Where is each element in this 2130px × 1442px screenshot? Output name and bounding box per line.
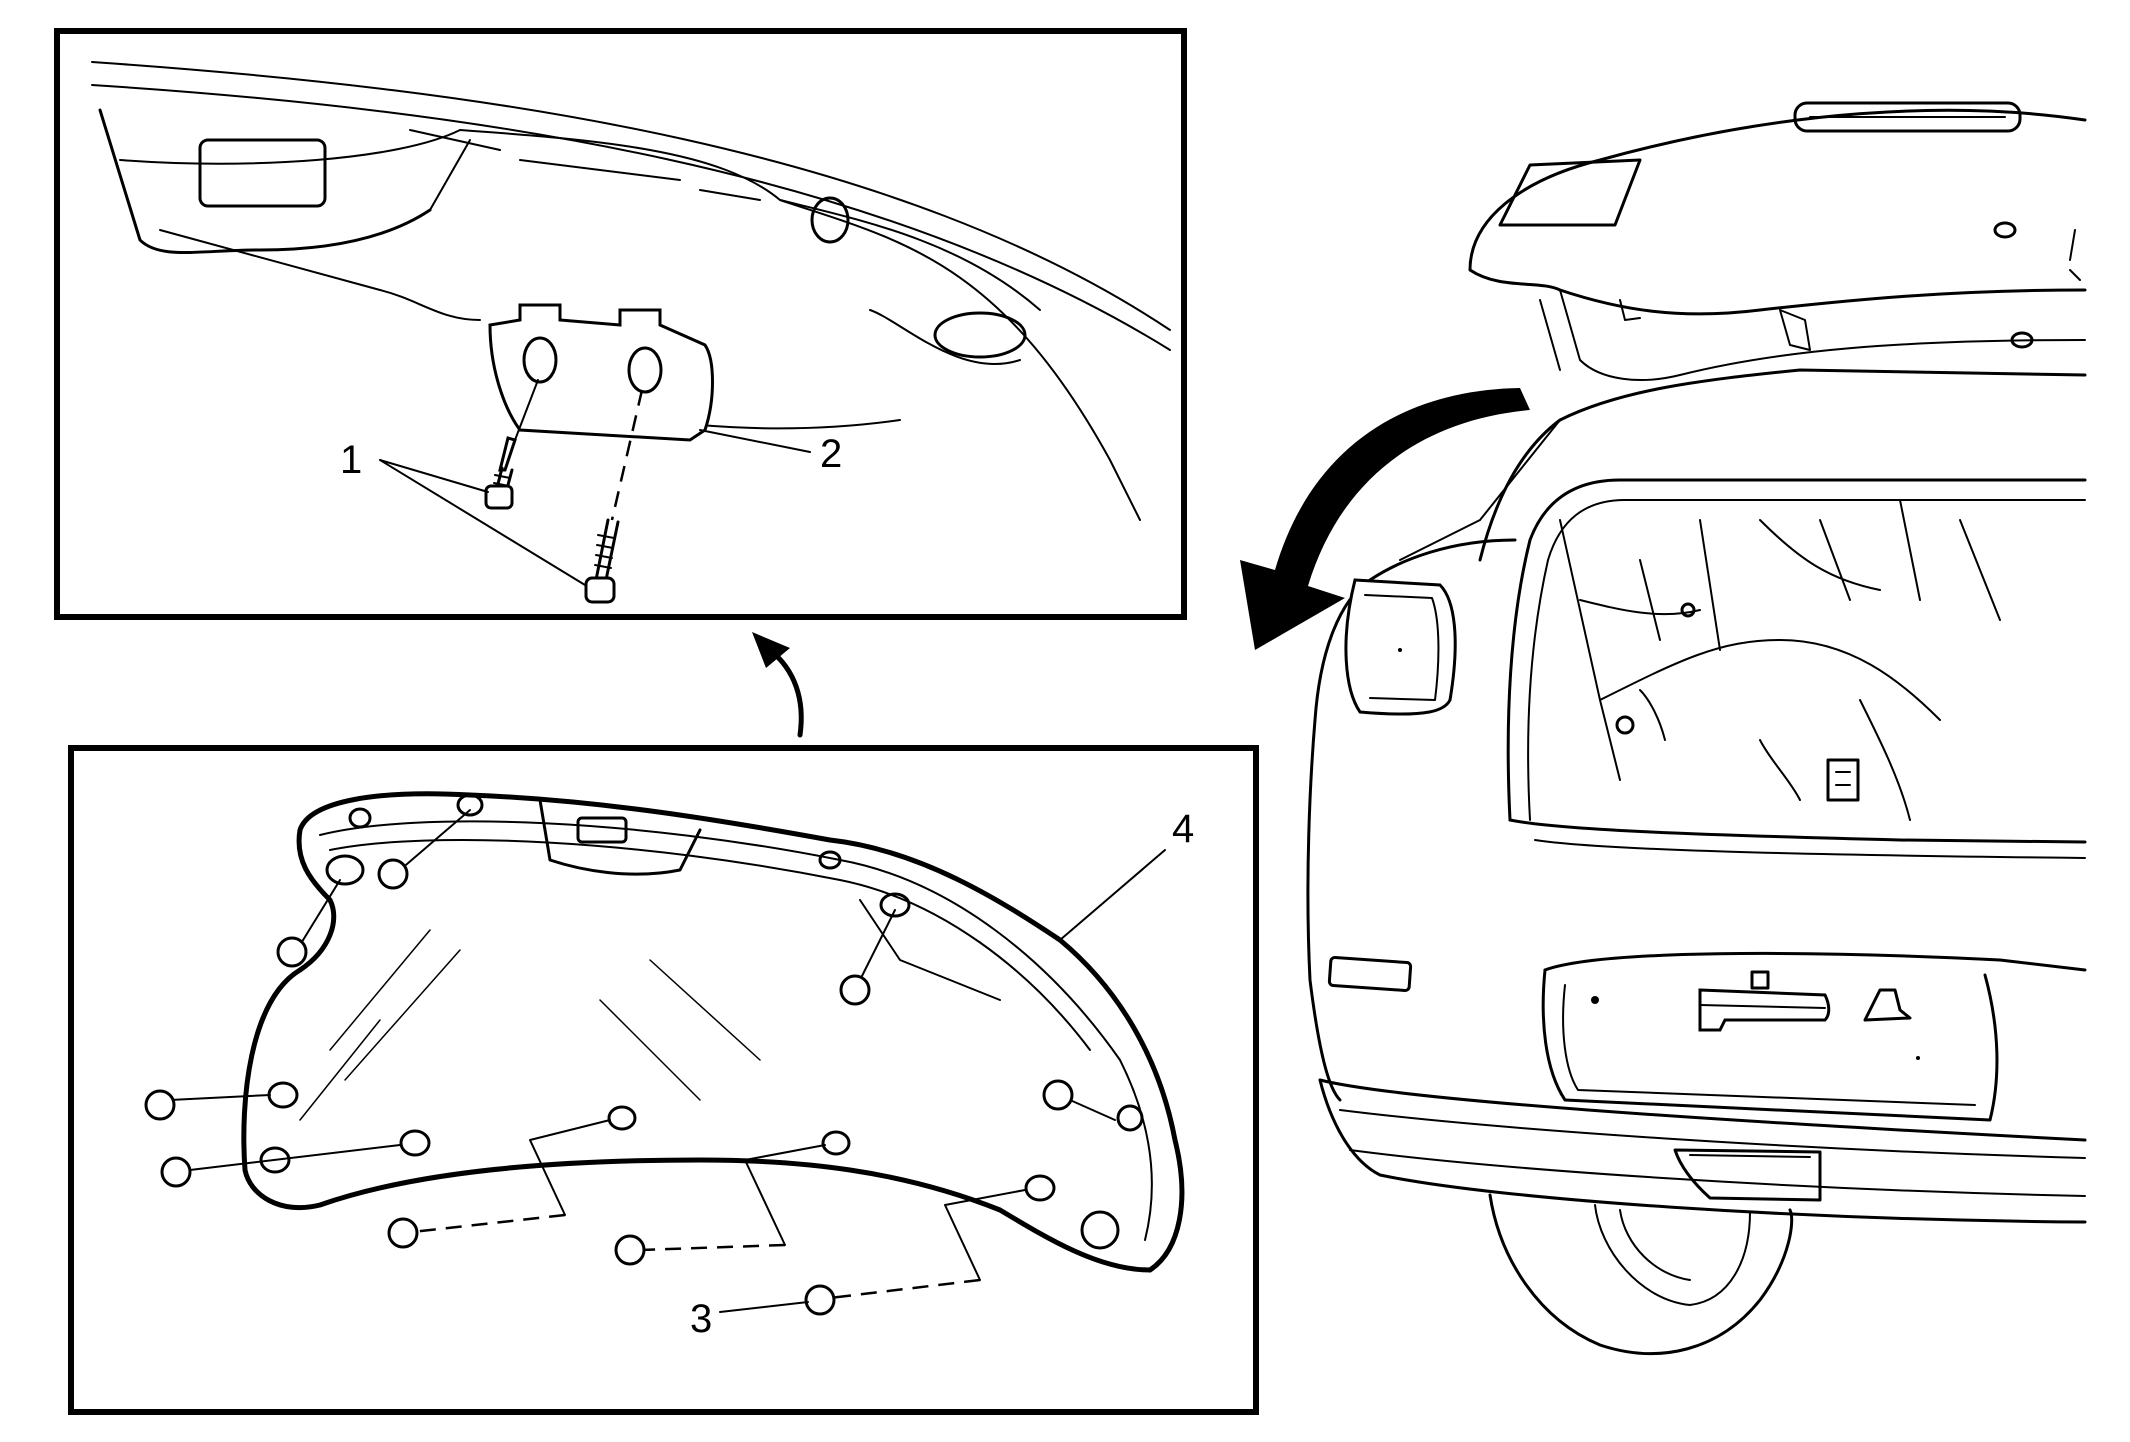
plate-recess	[1541, 968, 1999, 1122]
retainer	[804, 1284, 836, 1316]
retainer	[1042, 1079, 1074, 1111]
callout-3: 3	[690, 1297, 712, 1341]
trim-panel	[241, 791, 1185, 1273]
rear-bumper	[1318, 1078, 2087, 1142]
retainer	[276, 936, 308, 968]
callout-1: 1	[340, 438, 362, 482]
trunk-opening	[1506, 478, 2087, 822]
lid-hole	[810, 196, 850, 244]
callout-4: 4	[1172, 807, 1194, 851]
callout-2: 2	[820, 432, 842, 476]
link-arrow-small	[752, 632, 804, 738]
body-side	[1306, 538, 1517, 1102]
retainer	[377, 858, 409, 890]
panel-holes	[259, 793, 1144, 1250]
screw-upper	[484, 379, 539, 510]
detail-panel-trim: 4 3	[68, 745, 1259, 1415]
pushpin-retainers	[144, 809, 1116, 1316]
retainer	[387, 1217, 419, 1249]
rear-tire	[1488, 1193, 1794, 1356]
detail-panel-handle: 1 2	[54, 28, 1187, 620]
brake-light	[1793, 101, 2022, 133]
retainer	[144, 1089, 176, 1121]
trunk-release-handle	[1698, 988, 1831, 1032]
leader-2	[699, 429, 811, 453]
vehicle-rear-view	[1306, 101, 2087, 1356]
retainer	[614, 1234, 646, 1266]
taillamp	[1344, 578, 1457, 716]
link-arrow-large	[1240, 388, 1530, 650]
trunk-lid	[1468, 108, 2087, 316]
retainer	[839, 974, 871, 1006]
retainer	[160, 1156, 192, 1188]
lamp-recess	[198, 138, 327, 208]
lid-edge-line	[91, 61, 1171, 331]
leader-4	[1059, 849, 1166, 941]
side-reflector	[1327, 956, 1413, 992]
leader-1	[379, 459, 586, 586]
screw-lower	[584, 389, 644, 604]
leader-3	[719, 1301, 809, 1313]
